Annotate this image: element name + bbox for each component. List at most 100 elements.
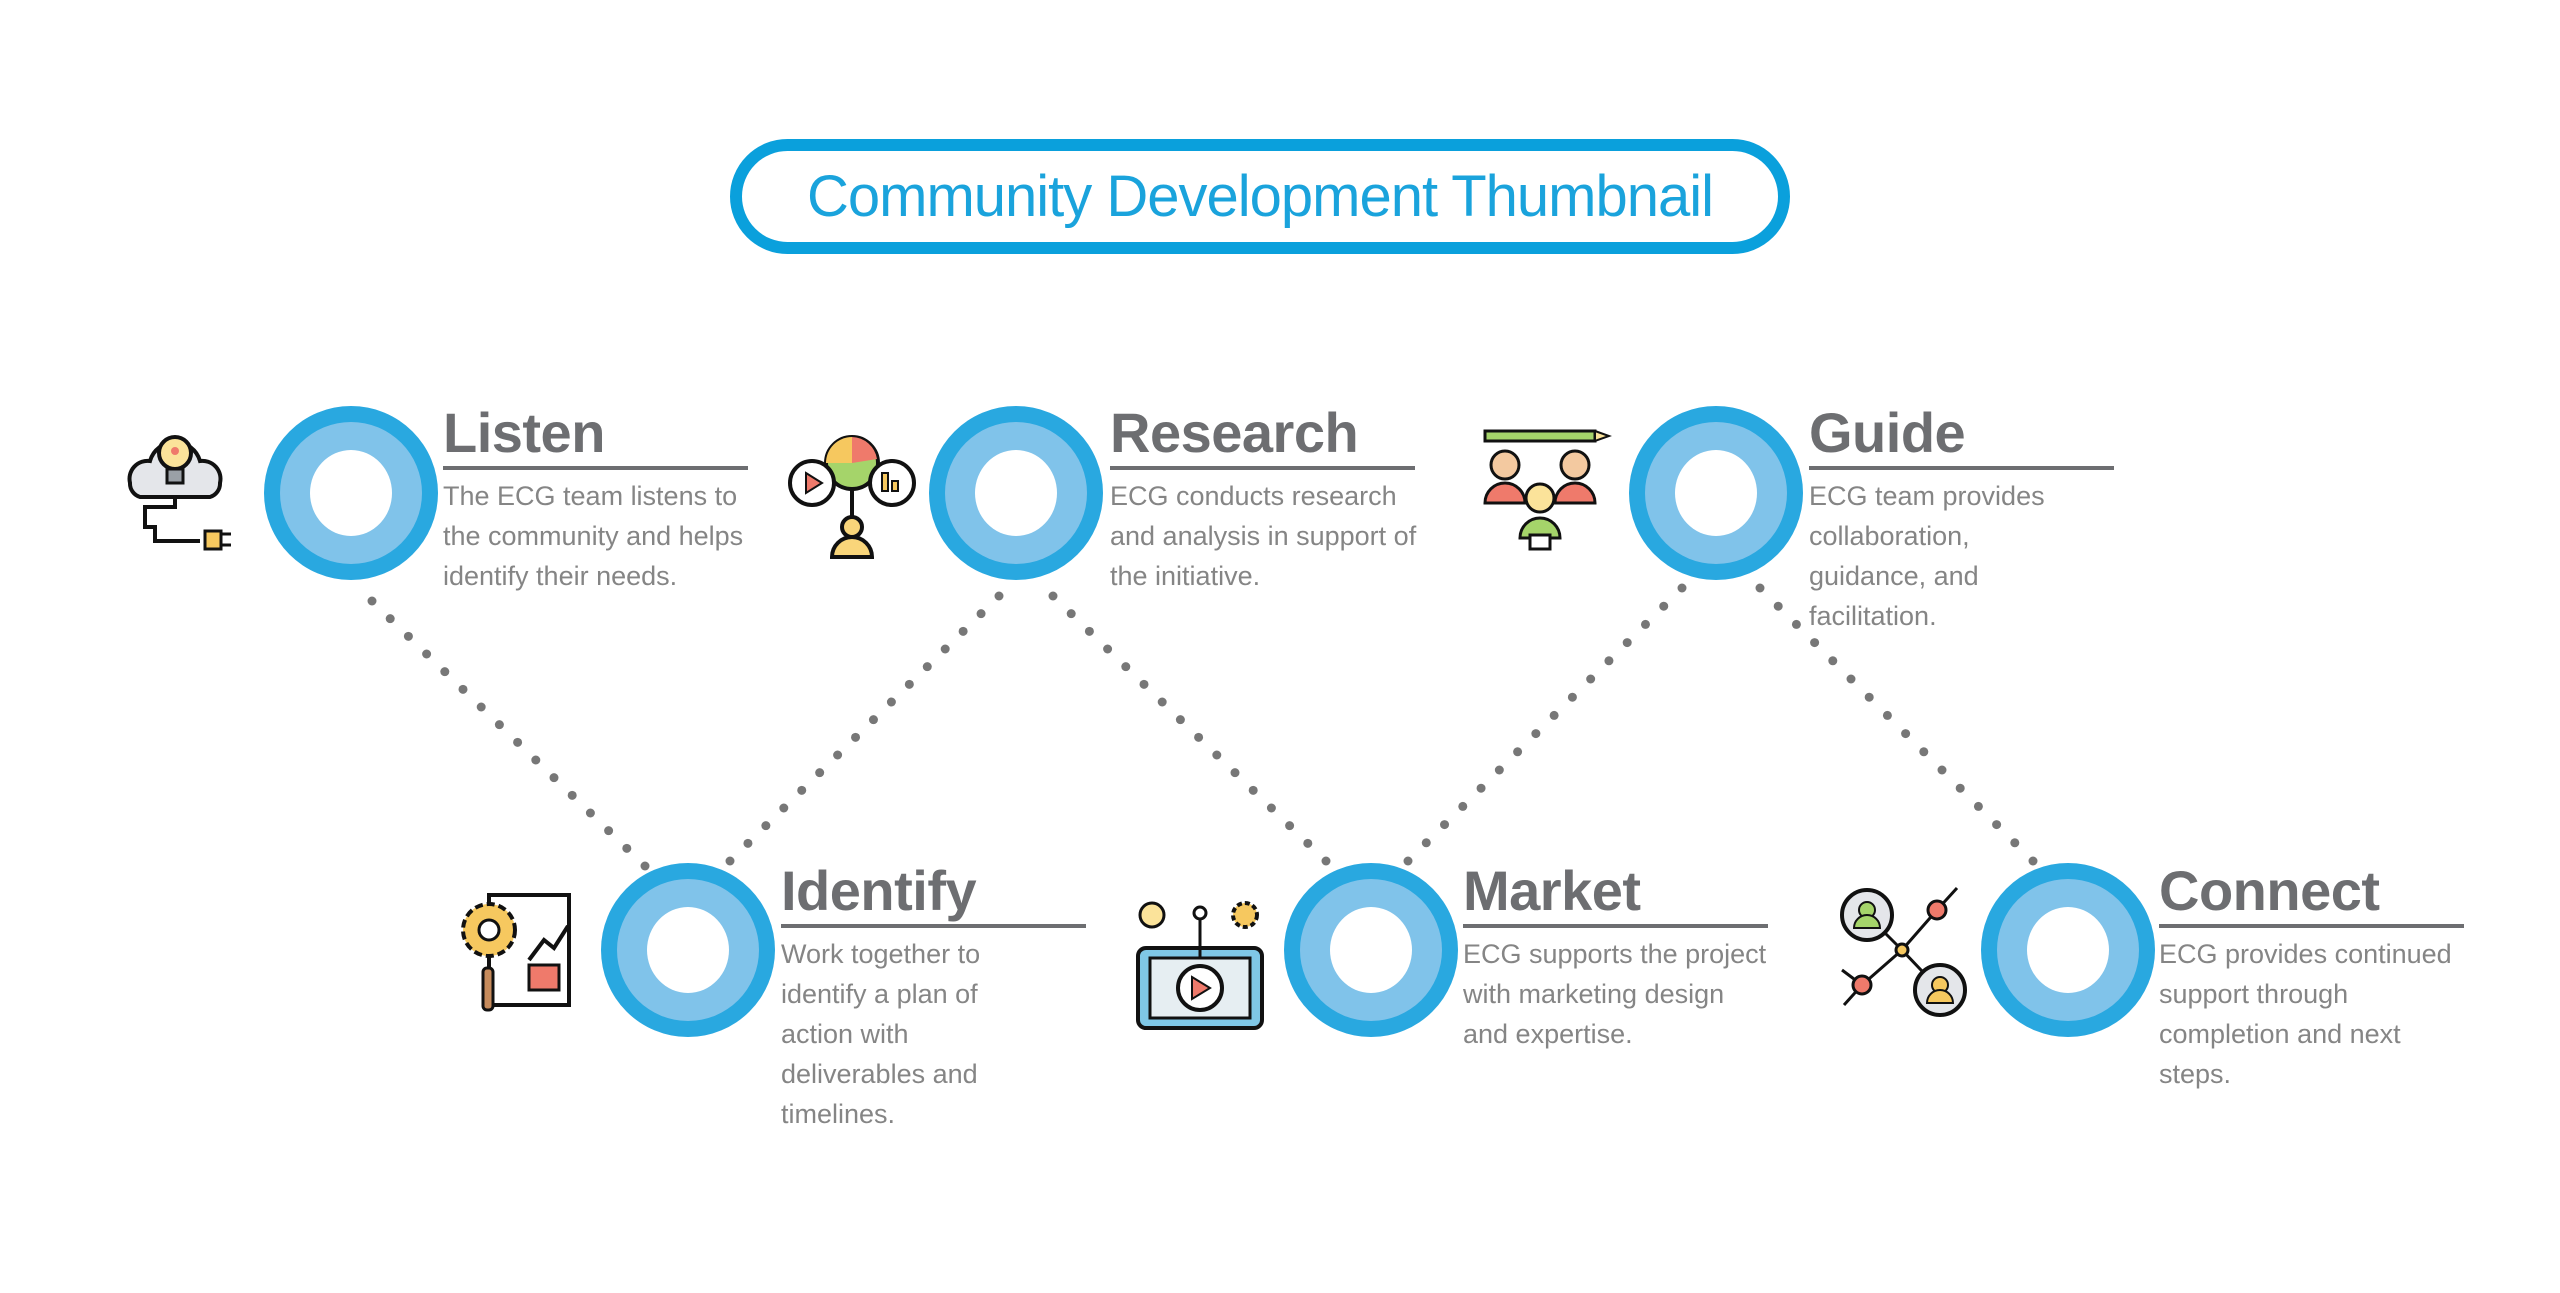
connector-dot [1586, 674, 1596, 684]
connector-dot [1846, 674, 1856, 684]
gear-chart-plan-icon [461, 893, 571, 1012]
connector-dot [1494, 765, 1504, 775]
divider [1463, 924, 1768, 928]
connector-dot [1458, 801, 1468, 811]
step-title: Guide [1809, 401, 1966, 464]
connector-dot [851, 732, 861, 742]
connector-dot [1677, 583, 1687, 593]
connector-dot [1266, 803, 1276, 813]
connector-dot [1212, 750, 1222, 760]
connector-dot [440, 667, 450, 677]
connector-dot [1810, 638, 1820, 648]
divider [1809, 466, 2114, 470]
connector-dot [1476, 783, 1486, 793]
connector-dot [1828, 656, 1838, 666]
connector-dot [1604, 656, 1614, 666]
connector-dot [1919, 747, 1929, 757]
step-description: The ECG team listens to the community an… [443, 481, 744, 591]
connector-dot [1175, 715, 1185, 725]
connector-dot [904, 679, 914, 689]
connector-dot [1973, 801, 1983, 811]
divider [443, 466, 748, 470]
connector-dot [1640, 619, 1650, 629]
connector-dot [1048, 591, 1058, 601]
connector-dot [585, 808, 595, 818]
connector-dot [797, 785, 807, 795]
connector-dot [1773, 601, 1783, 611]
connector-dot [976, 609, 986, 619]
step-title: Research [1110, 401, 1359, 464]
connector-dot [494, 720, 504, 730]
connector-dot [458, 684, 468, 694]
connector-dot [622, 843, 632, 853]
connector-dot [886, 697, 896, 707]
connector-dot [385, 614, 395, 624]
connector-dot [549, 773, 559, 783]
connector-dot [868, 715, 878, 725]
connector-dot [761, 821, 771, 831]
divider [1110, 466, 1415, 470]
step-description: ECG team provides collaboration, guidanc… [1809, 481, 2045, 631]
step-description: Work together to identify a plan of acti… [781, 939, 981, 1129]
connector-dot [1103, 644, 1113, 654]
step-description: ECG provides continued support through c… [2159, 939, 2452, 1089]
connector-dot [725, 856, 735, 866]
connector-dot [531, 755, 541, 765]
connector-dot [1864, 692, 1874, 702]
connector-dot [1549, 710, 1559, 720]
connector-dot [1230, 768, 1240, 778]
connector-dot [958, 626, 968, 636]
connector-dot [2010, 838, 2020, 848]
connector-dot [1791, 619, 1801, 629]
step-marker-market [1284, 863, 1458, 1037]
connector-dot [476, 702, 486, 712]
connector-dot [1139, 679, 1149, 689]
connector-dot [604, 826, 614, 836]
connector-dot [1303, 838, 1313, 848]
connector-dot [1285, 821, 1295, 831]
connector-dot [1937, 765, 1947, 775]
connector-dot [1440, 820, 1450, 830]
step-marker-identify [601, 863, 775, 1037]
connector-dot [403, 631, 413, 641]
connector-dot [1421, 838, 1431, 848]
step-marker-research [929, 406, 1103, 580]
connector-dot [1403, 856, 1413, 866]
divider [781, 924, 1086, 928]
network-people-icon [1840, 886, 1967, 1017]
connector-dot [1755, 583, 1765, 593]
connector-dot [1992, 820, 2002, 830]
connector-dot [1567, 692, 1577, 702]
connector-dot [422, 649, 432, 659]
connector-dot [743, 838, 753, 848]
step-title: Identify [781, 859, 977, 922]
connector-dot [640, 861, 650, 871]
connector-dot [1121, 662, 1131, 672]
connector-dot [1955, 783, 1965, 793]
connector-dot [1321, 856, 1331, 866]
step-marker-listen [264, 406, 438, 580]
connector-dot [1659, 601, 1669, 611]
connector-dot [815, 768, 825, 778]
connector-dot [367, 596, 377, 606]
connector-dot [1248, 785, 1258, 795]
divider [2159, 924, 2464, 928]
step-marker-guide [1629, 406, 1803, 580]
connector-dot [1901, 729, 1911, 739]
connector-dot [922, 662, 932, 672]
step-description: ECG conducts research and analysis in su… [1110, 481, 1417, 591]
connector-dot [779, 803, 789, 813]
connector-dot [1882, 710, 1892, 720]
tablet-video-marketing-icon [1136, 901, 1264, 1030]
team-pencil-icon [1483, 429, 1612, 551]
step-description: ECG supports the project with marketing … [1463, 939, 1767, 1049]
connector-dot [1531, 729, 1541, 739]
cloud-lightbulb-plug-icon [127, 435, 231, 551]
step-title: Connect [2159, 859, 2380, 922]
connector-dot [1513, 747, 1523, 757]
